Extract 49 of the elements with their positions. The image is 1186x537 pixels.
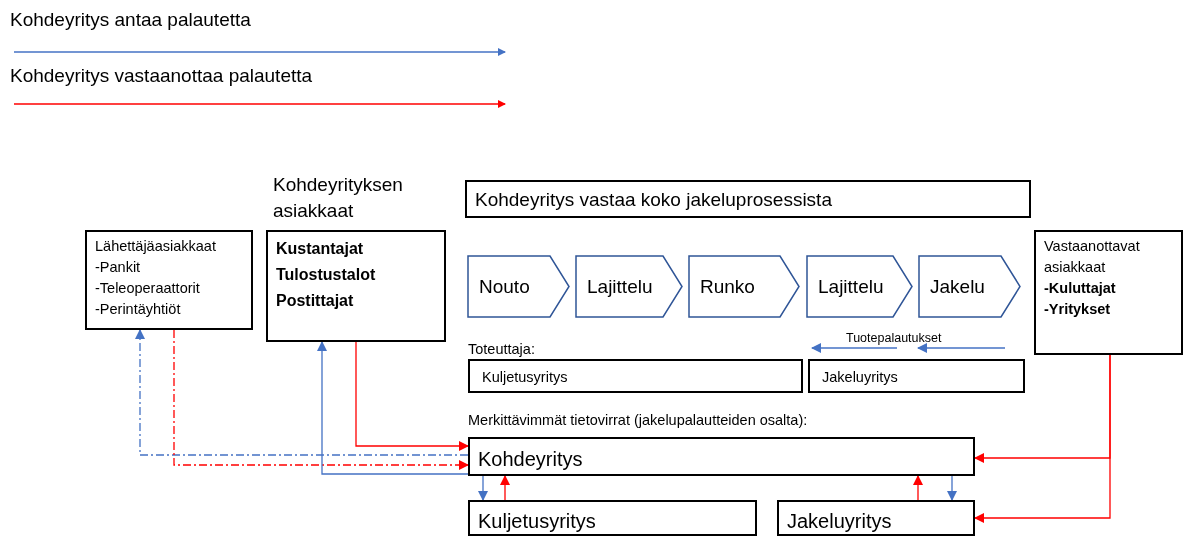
box-text: Kohdeyritys <box>478 447 584 472</box>
box-text: Lähettäjäasiakkaat <box>95 237 217 256</box>
box-text: -Pankit <box>95 258 142 277</box>
box-text: Kuljetusyritys <box>482 368 569 387</box>
arrow <box>913 475 923 501</box>
box-text: Tulostustalot <box>276 265 377 285</box>
process-step <box>467 255 570 318</box>
arrow <box>500 475 510 501</box>
box-text: -Yritykset <box>1044 300 1112 319</box>
arrow <box>355 341 469 451</box>
box-text: Postittajat <box>276 291 355 311</box>
step-label: Lajittelu <box>587 274 653 299</box>
step-label: Jakelu <box>930 274 985 299</box>
company-box <box>468 359 803 393</box>
box-text: Kuljetusyritys <box>478 509 597 534</box>
box-text: -Kuluttajat <box>1044 279 1117 298</box>
company-box <box>808 359 1025 393</box>
box-text: Vastaanottavat asiakkaat <box>1044 237 1141 277</box>
text-label: Tuotepalautukset <box>846 330 942 347</box>
text-label: Merkittävimmät tietovirrat (jakelupalautteiden osalta): <box>468 411 808 430</box>
customer-box <box>1034 230 1183 355</box>
arrow <box>974 354 1111 523</box>
company-box <box>777 500 975 536</box>
company-box <box>468 500 757 536</box>
process-step <box>688 255 800 318</box>
legend-text: Kohdeyritys vastaanottaa palautetta <box>10 64 313 88</box>
arrow <box>317 341 469 475</box>
box-text: Jakeluyritys <box>822 368 899 387</box>
box-text: -Teleoperaattorit <box>95 279 201 298</box>
process-step <box>806 255 913 318</box>
box-heading: Kohdeyrityksen asiakkaat <box>273 173 404 223</box>
customer-box <box>85 230 253 330</box>
legend-text: Kohdeyritys antaa palautetta <box>10 8 251 32</box>
step-label: Lajittelu <box>818 274 884 299</box>
text-label: Toteuttaja: <box>468 340 535 359</box>
box-text: Kohdeyritys vastaa koko jakeluprosessista <box>475 188 833 212</box>
step-label: Runko <box>700 274 755 299</box>
title-box <box>465 180 1031 218</box>
company-box <box>468 437 975 476</box>
arrow <box>173 329 469 470</box>
box-text: Kustantajat <box>276 239 365 259</box>
process-step <box>918 255 1021 318</box>
process-step <box>575 255 683 318</box>
step-label: Nouto <box>479 274 530 299</box>
arrow <box>478 475 488 501</box>
box-text: -Perintäyhtiöt <box>95 300 182 319</box>
box-text: Jakeluyritys <box>787 509 893 534</box>
arrow <box>135 329 469 456</box>
arrow <box>947 475 957 501</box>
